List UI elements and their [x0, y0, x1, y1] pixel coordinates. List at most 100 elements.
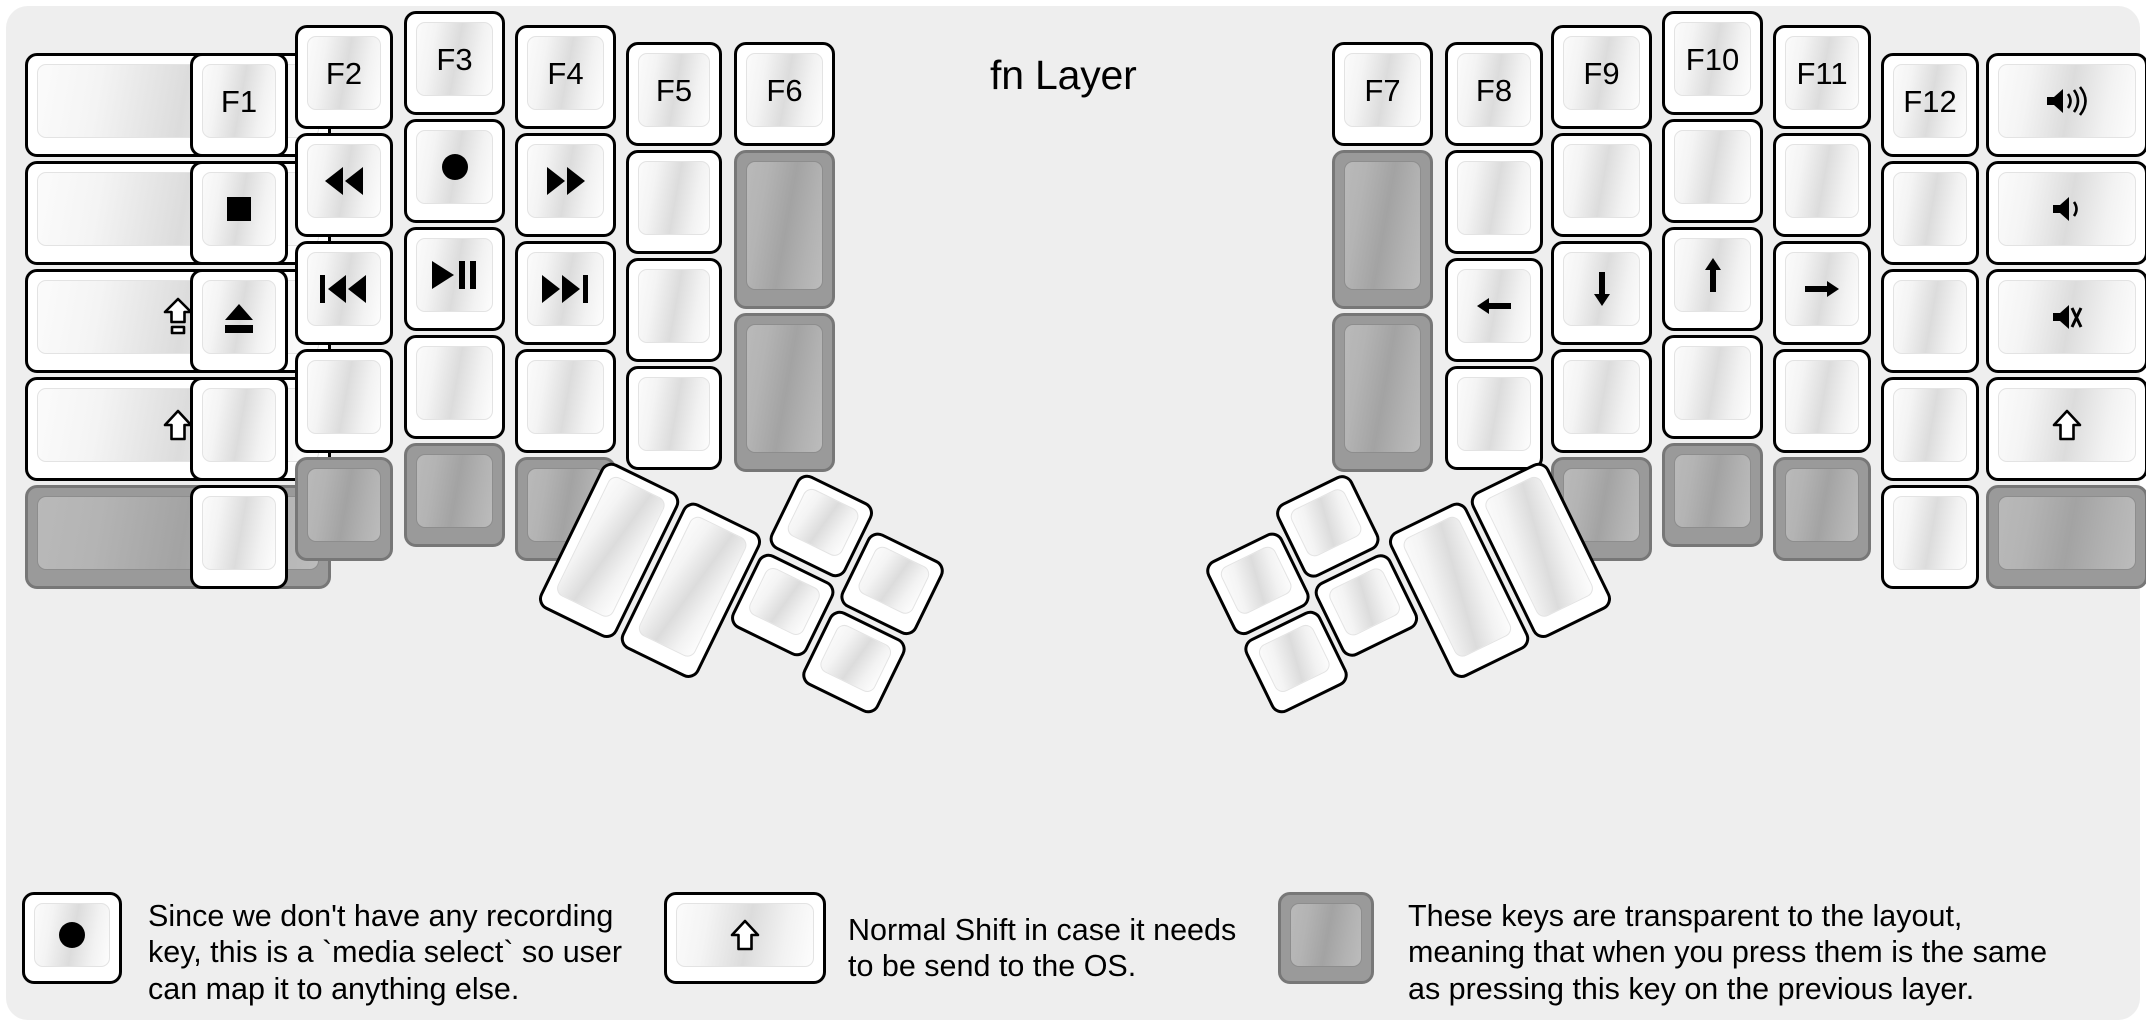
keycap-surface: [527, 144, 604, 218]
key-left-index-inner-1[interactable]: [626, 150, 722, 254]
key-left-middle-4[interactable]: [404, 443, 505, 547]
key-left-ring-1[interactable]: [295, 133, 393, 237]
key-right-index-3[interactable]: [1551, 349, 1652, 453]
key-right-pinky-outer-1[interactable]: [1986, 161, 2146, 265]
key-left-pinky-2[interactable]: [190, 269, 288, 373]
key-left-index-inner-3[interactable]: [626, 366, 722, 470]
key-left-middle-3[interactable]: [404, 335, 505, 439]
key-right-pinky-0[interactable]: F12: [1881, 53, 1979, 157]
key-left-index-0[interactable]: F4: [515, 25, 616, 129]
keycap-surface: F10: [1674, 22, 1751, 96]
keycap-surface: [1563, 144, 1640, 218]
key-right-ring-1[interactable]: [1773, 133, 1871, 237]
keycap-surface: [202, 496, 276, 570]
key-left-index-inner-2[interactable]: [626, 258, 722, 362]
key-right-index-inner-2[interactable]: [1445, 258, 1543, 362]
key-right-middle-3[interactable]: [1662, 335, 1763, 439]
media-rewind-icon: [321, 165, 367, 197]
keycap-surface: [527, 360, 604, 434]
key-right-middle-2[interactable]: [1662, 227, 1763, 331]
keycap-surface: [638, 161, 710, 235]
key-left-inner-tall-2[interactable]: [734, 313, 835, 472]
caps-lock-icon: [163, 297, 193, 337]
keycap-surface: [1563, 252, 1640, 326]
keycap-surface: [1344, 324, 1421, 453]
key-right-ring-2[interactable]: [1773, 241, 1871, 345]
key-label: F7: [1364, 72, 1401, 108]
media-stop-icon: [223, 193, 255, 225]
volume-mute-icon: [2051, 302, 2083, 332]
key-right-middle-0[interactable]: F10: [1662, 11, 1763, 115]
key-label: F3: [436, 41, 473, 77]
keycap-surface: [527, 252, 604, 326]
key-right-index-2[interactable]: [1551, 241, 1652, 345]
keycap-surface: [746, 564, 823, 638]
key-left-pinky-4[interactable]: [190, 485, 288, 589]
key-left-middle-0[interactable]: F3: [404, 11, 505, 115]
key-label: F2: [325, 55, 363, 91]
keycap-surface: [638, 377, 710, 451]
key-left-ring-2[interactable]: [295, 241, 393, 345]
shift-icon: [730, 918, 760, 952]
keycap-surface: F5: [638, 53, 710, 127]
key-left-ring-3[interactable]: [295, 349, 393, 453]
key-right-pinky-2[interactable]: [1881, 269, 1979, 373]
key-right-pinky-3[interactable]: [1881, 377, 1979, 481]
key-right-middle-4[interactable]: [1662, 443, 1763, 547]
key-left-index-3[interactable]: [515, 349, 616, 453]
keycap-surface: [1326, 565, 1403, 639]
keycap-surface: [1998, 280, 2136, 354]
keycap-surface: F12: [1893, 64, 1967, 138]
key-right-pinky-outer-3[interactable]: [1986, 377, 2146, 481]
keycap-surface: [1893, 280, 1967, 354]
keycap-surface: [1290, 903, 1362, 967]
key-left-middle-2[interactable]: [404, 227, 505, 331]
keycap-surface: [202, 388, 276, 462]
keycap-surface: [1255, 621, 1333, 695]
keycap-surface: [1674, 238, 1751, 312]
keycap-surface: F3: [416, 22, 493, 96]
key-right-ring-3[interactable]: [1773, 349, 1871, 453]
arrow-left-icon: [1475, 291, 1513, 321]
key-right-pinky-1[interactable]: [1881, 161, 1979, 265]
keycap-surface: [416, 130, 493, 204]
key-right-index-inner-1[interactable]: [1445, 150, 1543, 254]
key-right-index-inner-0[interactable]: F8: [1445, 42, 1543, 146]
keycap-surface: [1563, 360, 1640, 434]
keycap-surface: [1893, 388, 1967, 462]
legend-text-0: Since we don't have any recording key, t…: [148, 899, 623, 1006]
key-left-ring-4[interactable]: [295, 457, 393, 561]
key-right-pinky-outer-4[interactable]: [1986, 485, 2146, 589]
key-right-ring-4[interactable]: [1773, 457, 1871, 561]
keycap-surface: [1893, 172, 1967, 246]
key-left-inner-tall-0[interactable]: F6: [734, 42, 835, 146]
key-right-inner-tall-0[interactable]: F7: [1332, 42, 1433, 146]
key-left-index-2[interactable]: [515, 241, 616, 345]
key-right-index-0[interactable]: F9: [1551, 25, 1652, 129]
media-previous-icon: [318, 273, 370, 305]
keycap-surface: [34, 903, 110, 967]
key-left-index-inner-0[interactable]: F5: [626, 42, 722, 146]
key-right-middle-1[interactable]: [1662, 119, 1763, 223]
key-left-inner-tall-1[interactable]: [734, 150, 835, 309]
key-right-pinky-outer-2[interactable]: [1986, 269, 2146, 373]
volume-up-icon: [2045, 86, 2089, 116]
key-left-pinky-3[interactable]: [190, 377, 288, 481]
key-right-inner-tall-1[interactable]: [1332, 150, 1433, 309]
arrow-down-icon: [1587, 270, 1617, 308]
key-left-index-1[interactable]: [515, 133, 616, 237]
keycap-surface: [1457, 161, 1531, 235]
key-right-pinky-outer-0[interactable]: [1986, 53, 2146, 157]
keycap-surface: [1457, 269, 1531, 343]
key-right-index-inner-3[interactable]: [1445, 366, 1543, 470]
key-left-ring-0[interactable]: F2: [295, 25, 393, 129]
key-left-pinky-1[interactable]: [190, 161, 288, 265]
key-right-inner-tall-2[interactable]: [1332, 313, 1433, 472]
key-right-pinky-4[interactable]: [1881, 485, 1979, 589]
key-left-pinky-0[interactable]: F1: [190, 53, 288, 157]
key-left-middle-1[interactable]: [404, 119, 505, 223]
keycap-surface: [1217, 543, 1295, 617]
keycap-surface: F6: [746, 53, 823, 127]
key-right-ring-0[interactable]: F11: [1773, 25, 1871, 129]
key-right-index-1[interactable]: [1551, 133, 1652, 237]
